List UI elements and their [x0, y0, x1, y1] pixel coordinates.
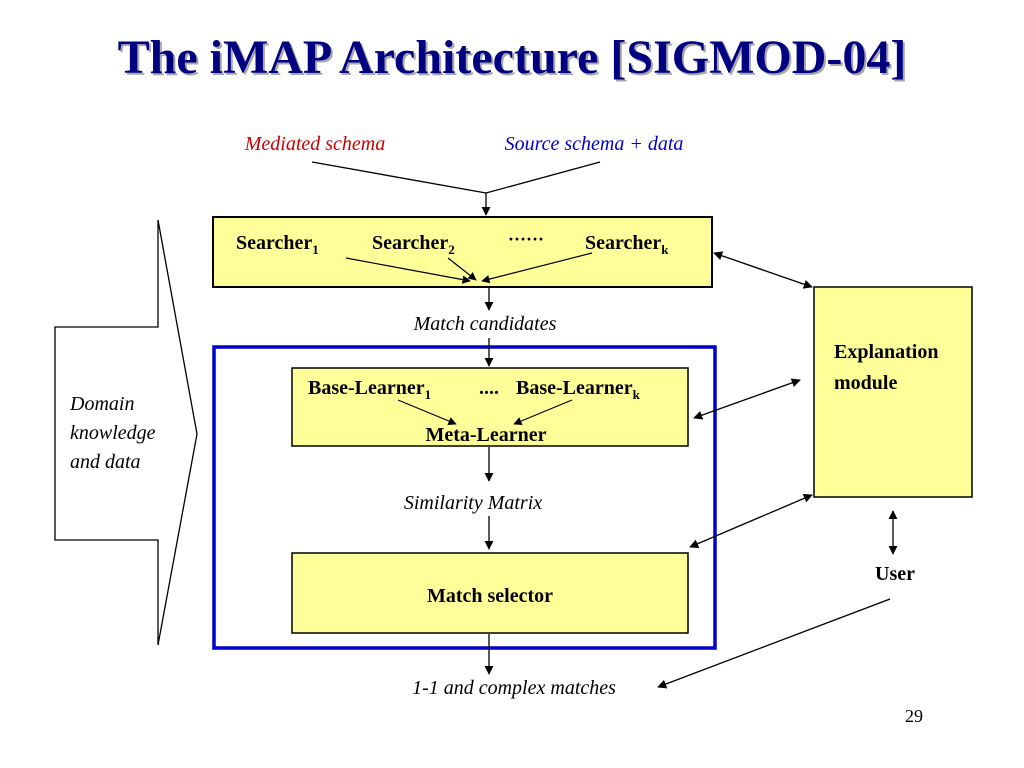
page-number: 29 — [905, 706, 923, 726]
searcher-1: Searcher1 — [236, 232, 319, 257]
source-schema-label: Source schema + data — [505, 133, 684, 155]
base-learner-k-arrow — [513, 399, 573, 425]
searchers-explanation-arrow — [713, 251, 813, 289]
searchers-box — [212, 216, 713, 288]
mediated-connector — [311, 161, 487, 194]
domain-knowledge-line2: knowledge — [70, 422, 156, 444]
searcher-1-arrow — [345, 257, 471, 284]
slide-title: The iMAP Architecture [SIGMOD-04] — [117, 31, 907, 84]
base-learner-1-arrow — [397, 399, 457, 425]
meta-learner: Meta-Learner — [425, 424, 546, 446]
base-learner-k: Base-Learnerk — [516, 377, 641, 402]
similarity-matrix-label: Similarity Matrix — [404, 492, 542, 514]
domain-knowledge-line3: and data — [70, 451, 141, 473]
searcher-2-arrow — [447, 257, 477, 281]
searchers-ellipsis: ······ — [508, 229, 544, 249]
searcher-2: Searcher2 — [372, 232, 455, 257]
match-selector-box — [291, 552, 689, 634]
learners-box — [291, 367, 689, 447]
output-label: 1-1 and complex matches — [412, 677, 616, 699]
searcher-k-arrow — [481, 252, 593, 284]
source-connector — [485, 161, 601, 194]
user-label: User — [875, 563, 915, 585]
explanation-module-line1: Explanation — [834, 341, 938, 363]
match-selector-label: Match selector — [427, 585, 553, 607]
searcher-k: Searcherk — [585, 232, 669, 257]
domain-knowledge-line1: Domain — [69, 393, 134, 415]
learners-explanation-arrow — [693, 378, 801, 420]
base-learner-1: Base-Learner1 — [308, 377, 431, 402]
explanation-module-line2: module — [834, 372, 897, 394]
match-candidates-label: Match candidates — [413, 313, 557, 335]
explanation-module-box — [813, 286, 973, 498]
user-output-arrow — [657, 598, 891, 689]
learners-ellipsis: .... — [479, 377, 499, 399]
selector-explanation-arrow — [689, 494, 813, 548]
domain-knowledge-arrow — [54, 219, 198, 646]
mediated-schema-label: Mediated schema — [244, 133, 386, 155]
